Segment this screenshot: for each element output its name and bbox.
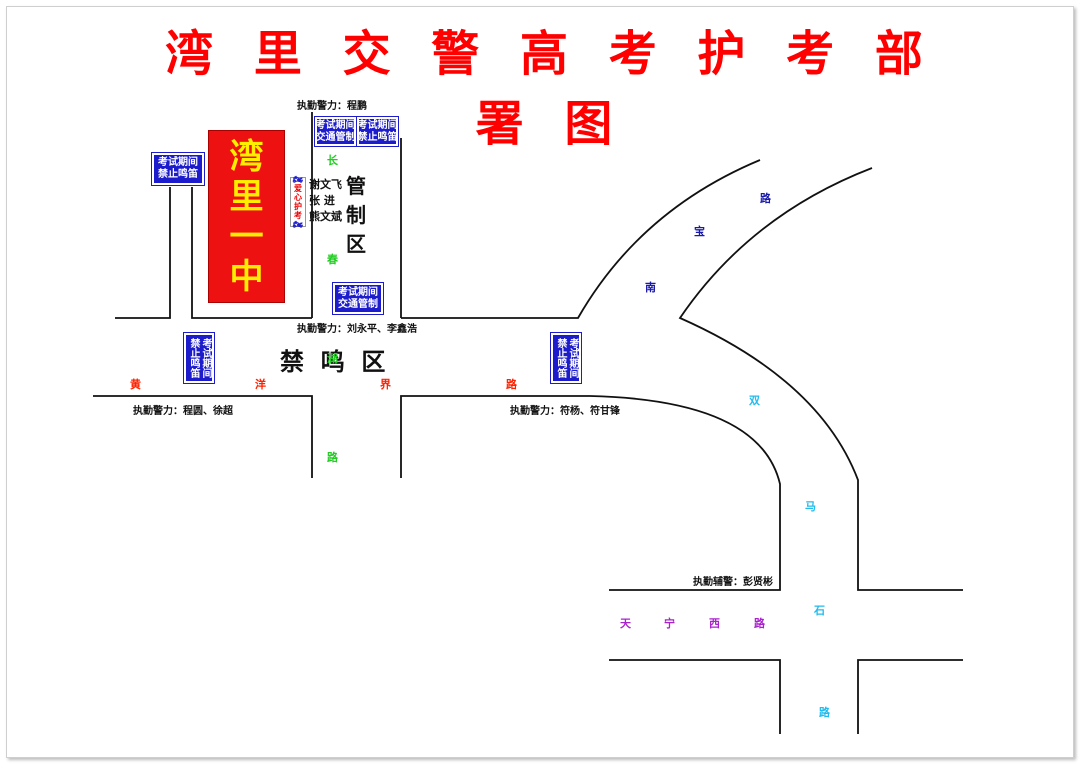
road-label-char: 路 [760,192,771,205]
no-horn-sign: 考试期间 禁止鸣笛 [151,152,205,186]
map-frame [6,6,1074,758]
zone-char: 区 [346,232,366,256]
school-block: 湾 里 一 中 [208,130,285,303]
road-label-char: 黄 [130,378,141,391]
duty-label-top: 执勤警力：程鹏 [297,101,367,112]
sign-line: 禁止鸣笛 [188,338,199,378]
duty-label-left: 执勤警力：程圆、徐超 [133,406,233,417]
road-label-char: 洋 [255,378,266,391]
road-edge-sidelane-left [115,187,171,319]
motorcycle-icon: 🏍 [292,175,304,184]
sign-line: 考试期间 [338,286,378,298]
road-label-char: 路 [819,706,830,719]
care-char: 爱 [294,184,302,193]
road-label-char: 石 [814,604,825,617]
no-horn-zone-label: 禁 鸣 区 [280,348,386,376]
road-label-char: 宝 [694,225,705,238]
sign-line: 考试期间 [357,119,398,131]
duty-label-auxiliary: 执勤辅警：彭贤彬 [693,577,773,588]
road-edge-huangyangjie-south-west [93,395,313,478]
road-edge-tianningxi-south-west [609,659,781,734]
road-edge-huangyangjie-south-east [400,395,781,591]
road-label-char: 界 [380,378,391,391]
school-char: 湾 [229,136,264,177]
care-exam-label: 🏍 爱 心 护 考 🏍 [290,175,306,229]
no-horn-sign-vertical: 考试期间 禁止鸣笛 [183,332,215,384]
sign-line: 考试期间 [315,119,356,131]
page-title: 湾 里 交 警 高 考 护 考 部 署 图 [165,26,935,152]
sign-line: 禁止鸣笛 [357,131,398,143]
zone-char: 管 [346,174,366,198]
road-label-char: 路 [754,617,765,630]
traffic-control-sign: 考试期间 交通管制 [332,282,384,315]
school-char: 里 [229,176,264,217]
care-char: 考 [294,211,302,220]
road-label-char: 路 [327,451,338,464]
road-label-char: 双 [749,394,760,407]
care-char: 护 [294,202,302,211]
school-char: 中 [229,256,264,297]
officer-name: 张 进 [309,194,335,207]
road-label-char: 湖 [327,352,338,365]
road-edge-huangyangjie-north-east [401,159,761,319]
sign-line: 交通管制 [338,298,378,310]
sign-line: 禁止鸣笛 [555,338,566,378]
officer-name: 熊文斌 [309,210,342,223]
road-edge-tianningxi-south-east [857,659,963,734]
road-label-char: 马 [805,500,816,513]
sign-line: 考试期间 [158,157,198,168]
zone-char: 制 [346,203,366,227]
motorcycle-icon: 🏍 [292,220,304,229]
road-label-char: 路 [506,378,517,391]
school-char: 一 [229,216,264,257]
sign-line: 考试期间 [200,338,211,378]
officer-group: 谢文飞 张 进 熊文斌 [309,177,342,225]
sign-line: 禁止鸣笛 [158,169,198,180]
road-label-char: 春 [327,253,338,266]
duty-label-middle: 执勤警力：刘永平、李鑫浩 [297,324,417,335]
sign-line: 交通管制 [315,131,356,143]
no-horn-sign: 考试期间 禁止鸣笛 [356,116,399,147]
road-label-char: 天 [620,617,631,630]
road-label-char: 南 [645,281,656,294]
officer-name: 谢文飞 [309,178,342,191]
road-label-char: 长 [327,154,338,167]
control-zone-label: 管 制 区 [346,172,366,259]
road-edge-sidelane-right [191,187,312,319]
care-char: 心 [294,193,302,202]
traffic-control-sign: 考试期间 交通管制 [314,116,357,147]
road-edge-nanbao-shuangmashi-east [678,167,963,591]
road-label-char: 西 [709,617,720,630]
duty-label-right: 执勤警力：符杨、符甘锋 [510,406,620,417]
no-horn-sign-vertical: 考试期间 禁止鸣笛 [550,332,582,384]
sign-line: 考试期间 [567,338,578,378]
road-label-char: 宁 [664,617,675,630]
